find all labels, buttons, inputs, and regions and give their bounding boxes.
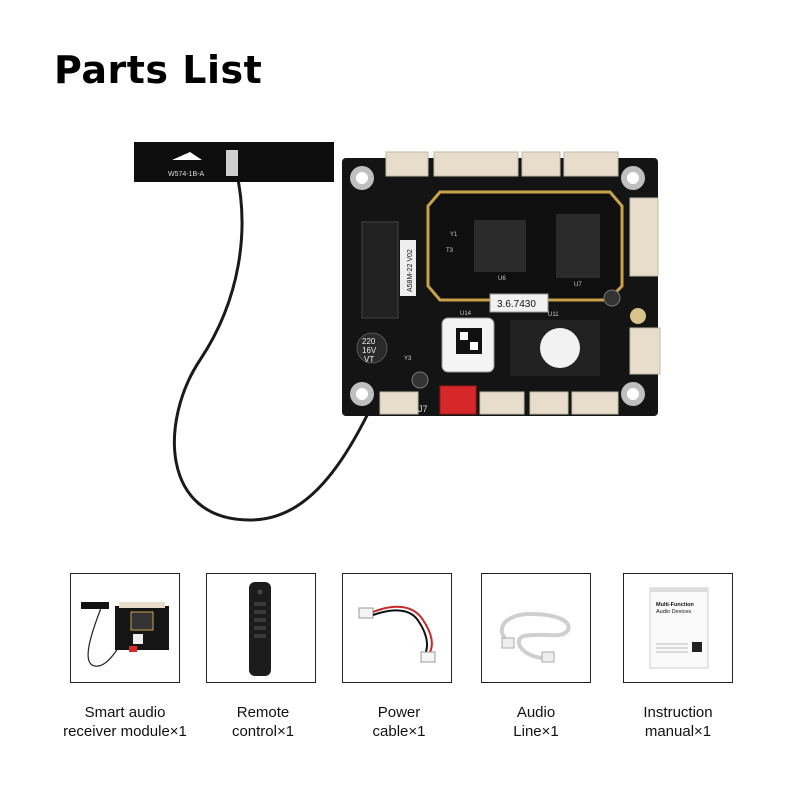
part-label-line1: Smart audio	[84, 704, 166, 721]
part-label-instruction-manual: Instruction manual×1	[603, 703, 753, 741]
part-label-line2: manual×1	[644, 723, 712, 740]
part-label-line1: Instruction	[643, 704, 713, 721]
u6-label: U6	[498, 276, 506, 282]
part-box-instruction-manual: Multi-Function Audio Devices	[623, 573, 733, 683]
capacitor-label-1: 220	[362, 337, 376, 346]
capacitor-label-2: 16V	[362, 346, 377, 355]
u7-label: U7	[574, 282, 582, 288]
part-label-line2: receiver module×1	[63, 723, 187, 740]
part-label-remote-control: Remote control×1	[188, 703, 338, 741]
remote-control-icon	[249, 582, 271, 676]
instruction-manual-icon: Multi-Function Audio Devices	[649, 587, 709, 669]
part-box-audio-line	[481, 573, 591, 683]
receiver-module-icon	[81, 602, 169, 667]
y1-label: Y1	[450, 232, 458, 238]
part-box-remote-control	[206, 573, 316, 683]
receiver-board-photo: W574-1B-A J7 Y1 T3 U6 U7 3.6.743	[134, 142, 661, 522]
part-label-power-cable: Power cable×1	[324, 703, 474, 741]
antenna-label: W574-1B-A	[168, 171, 205, 178]
page-title: Parts List	[54, 48, 263, 92]
j7-label: J7	[418, 404, 428, 414]
part-box-receiver-module	[70, 573, 180, 683]
part-label-audio-line: Audio Line×1	[461, 703, 611, 741]
u14-label: U14	[460, 311, 472, 317]
audio-line-icon	[499, 611, 571, 663]
part-box-power-cable	[342, 573, 452, 683]
y3-label: Y3	[404, 356, 412, 362]
part-label-line1: Power	[377, 704, 421, 721]
module-label: A58M-22 V02	[407, 249, 414, 292]
u11-label: U11	[548, 312, 559, 318]
part-label-line1: Remote	[236, 704, 290, 721]
t3-label: T3	[446, 248, 454, 254]
part-label-line2: Line×1	[513, 723, 559, 740]
part-label-line2: cable×1	[372, 723, 426, 740]
manual-title-line1: Multi-Function	[656, 602, 695, 608]
capacitor-label-3: VT	[364, 355, 374, 364]
part-label-line2: control×1	[231, 723, 295, 740]
antenna: W574-1B-A	[134, 142, 334, 182]
manual-title-line2: Audio Devices	[656, 609, 691, 615]
pcb: J7 Y1 T3 U6 U7 3.6.7430 A58M-22 V02 220 …	[342, 151, 661, 416]
part-label-receiver-module: Smart audio receiver module×1	[50, 703, 200, 741]
firmware-label: 3.6.7430	[497, 299, 536, 310]
part-label-line1: Audio	[516, 704, 556, 721]
antenna-cable	[172, 169, 407, 522]
power-cable-icon	[358, 605, 436, 663]
